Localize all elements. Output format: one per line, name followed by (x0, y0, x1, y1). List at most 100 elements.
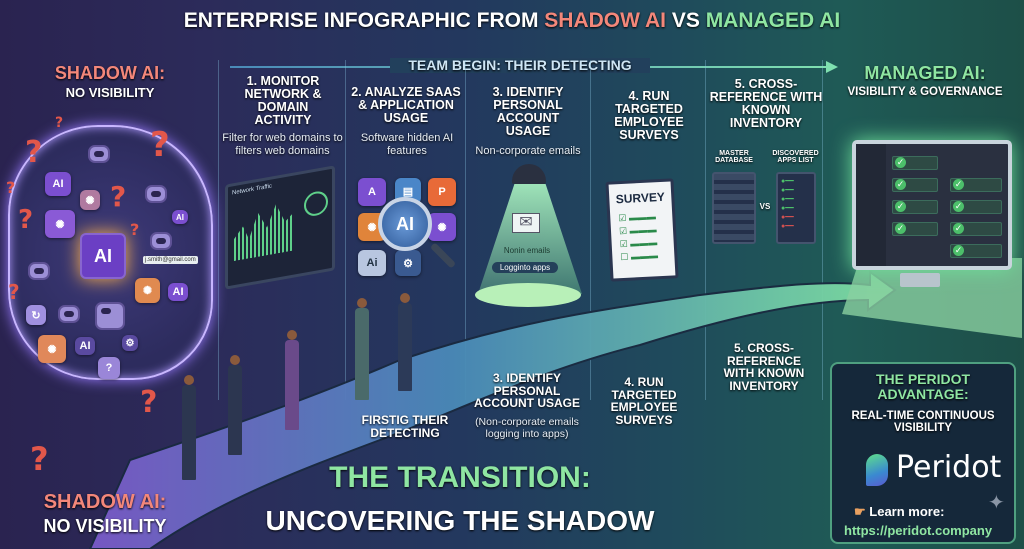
chatgpt-icon: ✺ (80, 190, 100, 210)
question-mark-icon: ? (55, 115, 64, 131)
question-mark-icon: ? (18, 205, 34, 235)
person-icon (355, 298, 369, 400)
pointing-hand-icon: ☛ (854, 504, 870, 519)
approved-app-row (950, 178, 1002, 192)
lamp-icon (512, 164, 546, 184)
learn-more-label: ☛ Learn more: (854, 504, 944, 520)
step-3-title: 3. IDENTIFY PERSONAL ACCOUNT USAGE (492, 85, 564, 139)
powerpoint-icon: P (428, 178, 456, 206)
peridot-sub: REAL-TIME CONTINUOUS VISIBILITY (851, 410, 995, 435)
monitor-stand (900, 273, 940, 287)
approved-app-row (950, 200, 1002, 214)
arrow-head-icon (826, 61, 838, 73)
question-mark-icon: ? (110, 180, 127, 213)
approved-app-row (892, 200, 938, 214)
person-icon (398, 293, 412, 391)
discovered-apps-label: DISCOVERED APPS LIST (772, 150, 819, 165)
robot-icon (28, 262, 50, 280)
robot-icon (95, 302, 125, 330)
question-mark-icon: ? (150, 125, 170, 165)
discovered-apps-list: ●━━●━━●━━●━━●━━●━━ (776, 172, 816, 244)
approved-app-row (892, 156, 938, 170)
step-2-desc: Software hidden AI features (360, 132, 454, 157)
ai-app-icon: AI (45, 172, 71, 196)
help-icon: ? (98, 357, 120, 379)
question-mark-icon: ? (6, 178, 16, 197)
divider (705, 60, 706, 400)
transition-heading: THE TRANSITION: (329, 461, 591, 494)
step-5-title: 5. CROSS-REFERENCE WITH KNOWN INVENTORY (709, 77, 823, 131)
person-icon (182, 375, 196, 480)
approved-app-row (950, 244, 1002, 258)
question-mark-icon: ? (130, 220, 140, 239)
shadow-ai-sub: NO VISIBILITY (65, 85, 155, 100)
path-label-4: 4. RUN TARGETED EMPLOYEE SURVEYS (610, 375, 678, 427)
spotlight-ellipse (475, 283, 581, 307)
path-label-3-desc: (Non-corporate emails logging into apps) (475, 416, 579, 441)
peridot-link[interactable]: https://peridot.company (844, 523, 993, 538)
approved-app-row (892, 178, 938, 192)
robot-icon (145, 185, 167, 203)
path-label-5: 5. CROSS-REFERENCE WITH KNOWN INVENTORY (723, 341, 805, 393)
robot-icon (58, 305, 80, 323)
path-label-1: FIRSTIG THEIR DETECTING (361, 413, 449, 440)
approved-app-row (950, 222, 1002, 236)
spotlight-text-1: Nonin emails (503, 246, 551, 255)
managed-ai-sub: VISIBILITY & GOVERNANCE (847, 86, 1003, 98)
peridot-brand: Peridot (896, 450, 1002, 485)
step-3-desc: Non-corporate emails (475, 145, 581, 157)
person-icon (285, 330, 299, 430)
main-title: ENTERPRISE INFOGRAPHIC FROM SHADOW AI VS… (183, 9, 841, 32)
step-1-title: 1. MONITOR NETWORK & DOMAIN ACTIVITY (244, 74, 322, 128)
robot-icon (88, 145, 110, 163)
chatgpt-icon: ✺ (135, 278, 160, 303)
approved-app-row (892, 222, 938, 236)
question-mark-icon: ? (25, 135, 43, 170)
step-4-title: 4. RUN TARGETED EMPLOYEE SURVEYS (614, 89, 684, 143)
divider (218, 60, 219, 400)
chatgpt-icon: ✺ (38, 335, 66, 363)
ai-center-icon: AI (80, 233, 126, 279)
robot-icon (150, 232, 172, 250)
chatgpt-icon: ✺ (45, 210, 75, 238)
divider (822, 60, 823, 400)
peridot-advantage-box: THE PERIDOT ADVANTAGE: REAL-TIME CONTINU… (830, 362, 1016, 544)
master-database-list (712, 172, 756, 244)
vs-label: VS (759, 202, 771, 211)
sparkle-icon: ✦ (988, 492, 1005, 514)
step-2-title: 2. ANALYZE SAAS & APPLICATION USAGE (351, 85, 461, 126)
managed-ai-heading: MANAGED AI: (864, 63, 986, 83)
peridot-heading: THE PERIDOT ADVANTAGE: (875, 371, 971, 402)
transition-subheading: UNCOVERING THE SHADOW (265, 505, 655, 536)
person-icon (228, 355, 242, 455)
peridot-logo-icon (866, 454, 888, 486)
question-mark-icon: ? (30, 440, 49, 478)
refresh-icon: ↻ (26, 305, 46, 325)
text-app-icon: Ai (358, 250, 386, 276)
monitor-sidebar (856, 144, 886, 266)
ai-app-icon: AI (172, 210, 188, 224)
envelope-icon: ✉ (512, 213, 540, 233)
question-mark-icon: ? (8, 280, 20, 304)
master-database-label: MASTER DATABASE (715, 150, 753, 165)
question-mark-icon: ? (140, 385, 158, 420)
ai-app-icon: AI (168, 283, 188, 301)
spotlight-text-2: Logginto apps (492, 262, 558, 273)
app-store-icon: A (358, 178, 386, 206)
email-tag: j.smith@gmail.com (143, 256, 198, 264)
magnifier-icon: AI (378, 197, 432, 251)
shadow-ai-bottom-sub: NO VISIBILITY (43, 516, 167, 536)
divider (590, 60, 591, 400)
ai-app-icon: AI (75, 337, 95, 355)
divider (465, 60, 466, 400)
gear-icon: ⚙ (122, 335, 138, 351)
divider (345, 60, 346, 400)
step-1-desc: Filter for web domains to filters web do… (222, 132, 343, 157)
banner-label: TEAM BEGIN: THEIR DETECTING (390, 58, 650, 73)
gear-icon: ⚙ (395, 250, 421, 276)
learn-more-text: Learn more: (869, 504, 945, 519)
managed-monitor (852, 140, 1012, 270)
path-label-3-title: 3. IDENTIFY PERSONAL ACCOUNT USAGE (473, 371, 580, 411)
chatgpt-icon: ✺ (428, 213, 456, 241)
